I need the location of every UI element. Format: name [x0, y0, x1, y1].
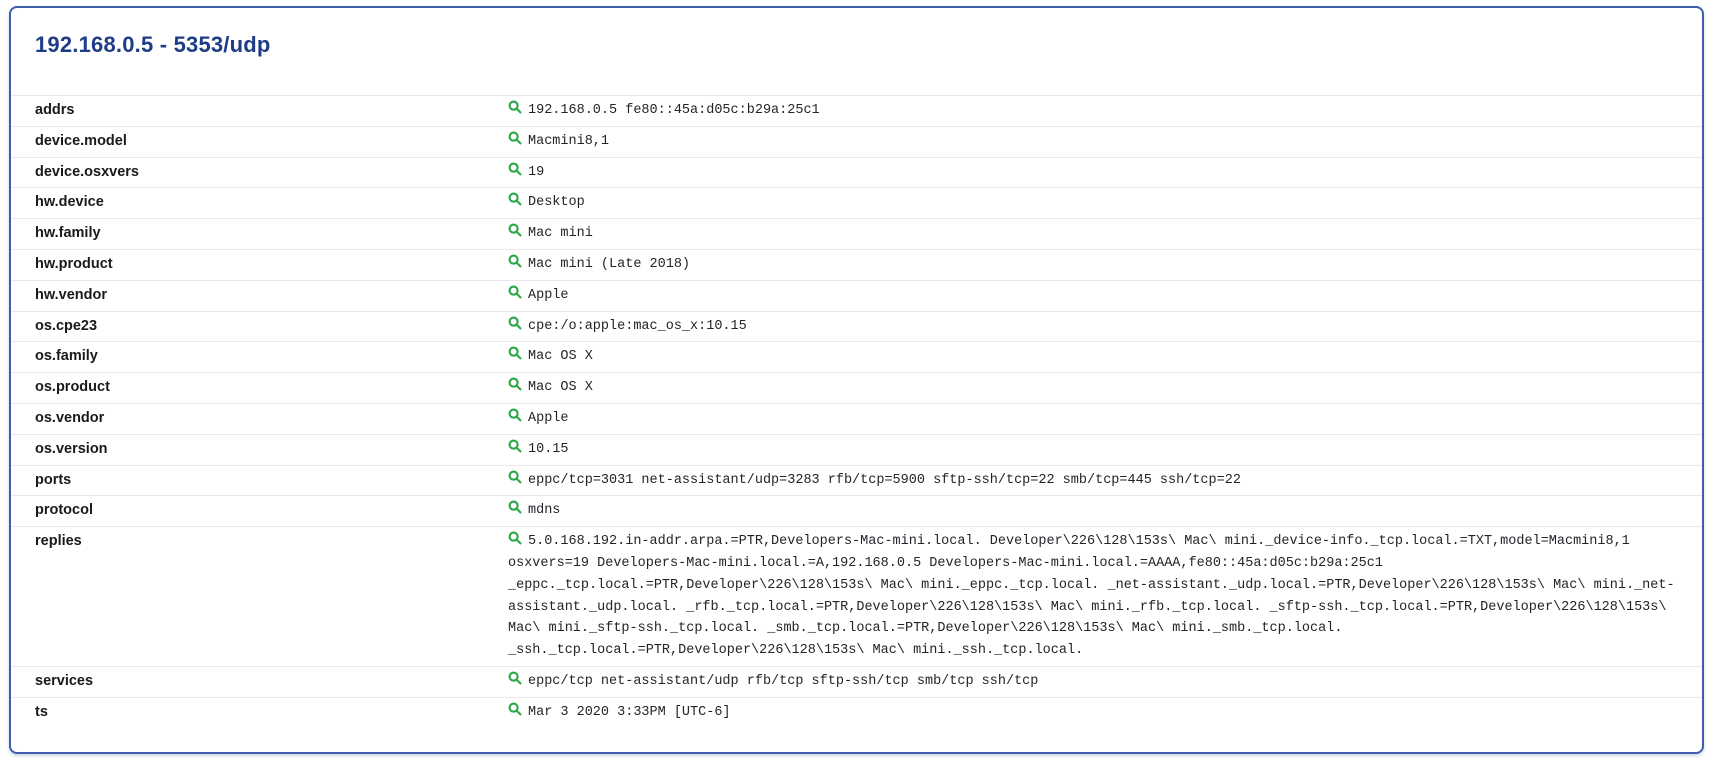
attribute-value: Mar 3 2020 3:33PM [UTC-6] — [528, 704, 731, 720]
attribute-key-label: replies — [35, 533, 82, 550]
attribute-value-cell: Desktop — [508, 190, 1702, 216]
attribute-key-label: services — [35, 672, 94, 689]
table-row: hw.family Mac mini — [11, 218, 1702, 249]
search-icon[interactable] — [508, 531, 522, 545]
table-row: device.osxvers 19 — [11, 156, 1702, 188]
attribute-key-label: hw.product — [35, 255, 113, 272]
attribute-value-cell: 5.0.168.192.in-addr.arpa.=PTR,Developers… — [508, 529, 1702, 664]
table-row: os.vendor Apple — [11, 402, 1702, 434]
attribute-value: Mac mini — [528, 226, 593, 242]
attribute-value-cell: 192.168.0.5 fe80::45a:d05c:b29a:25c1 — [508, 98, 1702, 124]
table-row: replies 5.0.168.192.in-addr.arpa.=PTR,De… — [11, 526, 1702, 666]
attribute-value-cell: Mac OS X — [508, 344, 1702, 370]
page-title: 192.168.0.5 - 5353/udp — [35, 32, 271, 57]
table-row: device.model Macmini8,1 — [11, 125, 1702, 157]
attribute-value: 10.15 — [528, 441, 569, 457]
attribute-key-label: hw.family — [35, 225, 101, 242]
attribute-value-cell: mdns — [508, 498, 1702, 524]
table-row: os.product Mac OS X — [11, 372, 1702, 403]
attribute-key-label: addrs — [35, 102, 75, 118]
attribute-value: Mac mini (Late 2018) — [528, 256, 691, 272]
table-row: protocol mdns — [11, 495, 1702, 526]
attribute-key-label: os.family — [35, 348, 98, 365]
attribute-key-label: os.version — [35, 440, 108, 457]
search-icon[interactable] — [508, 408, 522, 422]
attribute-value: Mac OS X — [528, 349, 593, 365]
table-row: services eppc/tcp net-assistant/udp rfb/… — [11, 665, 1702, 697]
attribute-value-cell: Mac mini (Late 2018) — [508, 252, 1702, 278]
attribute-key-label: ports — [35, 471, 72, 488]
attribute-value-cell: eppc/tcp=3031 net-assistant/udp=3283 rfb… — [508, 468, 1702, 494]
attribute-value: Macmini8,1 — [528, 133, 610, 149]
table-row: os.family Mac OS X — [11, 341, 1702, 372]
search-icon[interactable] — [508, 162, 522, 176]
search-icon[interactable] — [508, 702, 522, 716]
attribute-value: 5.0.168.192.in-addr.arpa.=PTR,Developers… — [508, 534, 1675, 659]
attribute-value: Desktop — [528, 195, 585, 211]
attribute-value-cell: 19 — [508, 160, 1702, 186]
search-icon[interactable] — [508, 254, 522, 268]
attribute-value: eppc/tcp net-assistant/udp rfb/tcp sftp-… — [528, 673, 1039, 689]
attribute-value: 19 — [528, 164, 545, 180]
table-row: hw.product Mac mini (Late 2018) — [11, 248, 1702, 280]
table-row: ports eppc/tcp=3031 net-assistant/udp=32… — [11, 464, 1702, 496]
table-row: ts Mar 3 2020 3:33PM [UTC-6] — [11, 696, 1702, 728]
attribute-value: eppc/tcp=3031 net-assistant/udp=3283 rfb… — [528, 472, 1241, 488]
attribute-value-cell: eppc/tcp net-assistant/udp rfb/tcp sftp-… — [508, 669, 1702, 695]
search-icon[interactable] — [508, 346, 522, 360]
attribute-value-cell: Mac OS X — [508, 375, 1702, 401]
attribute-value-cell: cpe:/o:apple:mac_os_x:10.15 — [508, 314, 1702, 340]
attribute-key-label: hw.vendor — [35, 286, 107, 303]
port-detail-card: 192.168.0.5 - 5353/udp addrs 192.168.0.5… — [9, 6, 1704, 754]
search-icon[interactable] — [508, 439, 522, 453]
attribute-table: addrs 192.168.0.5 fe80::45a:d05c:b29a:25… — [11, 95, 1702, 752]
attribute-key-label: hw.device — [35, 194, 104, 211]
attribute-key-label: os.cpe23 — [35, 317, 98, 334]
attribute-value-cell: Mar 3 2020 3:33PM [UTC-6] — [508, 700, 1702, 726]
search-icon[interactable] — [508, 223, 522, 237]
attribute-key-label: protocol — [35, 502, 93, 519]
attribute-key-label: device.model — [35, 132, 127, 149]
attribute-key-label: ts — [35, 703, 48, 720]
search-icon[interactable] — [508, 500, 522, 514]
table-row: hw.vendor Apple — [11, 279, 1702, 311]
attribute-key-label: os.product — [35, 379, 110, 396]
search-icon[interactable] — [508, 470, 522, 484]
search-icon[interactable] — [508, 285, 522, 299]
table-row: addrs 192.168.0.5 fe80::45a:d05c:b29a:25… — [11, 95, 1702, 126]
search-icon[interactable] — [508, 100, 522, 114]
attribute-value-cell: Mac mini — [508, 221, 1702, 247]
table-row: os.version 10.15 — [11, 433, 1702, 465]
attribute-value-cell: Apple — [508, 283, 1702, 309]
attribute-value: Apple — [528, 287, 569, 303]
attribute-value: Mac OS X — [528, 380, 593, 396]
attribute-value: cpe:/o:apple:mac_os_x:10.15 — [528, 318, 747, 334]
search-icon[interactable] — [508, 316, 522, 330]
attribute-key-label: device.osxvers — [35, 163, 139, 180]
search-icon[interactable] — [508, 671, 522, 685]
table-row: hw.device Desktop — [11, 187, 1702, 218]
attribute-value: 192.168.0.5 fe80::45a:d05c:b29a:25c1 — [528, 103, 820, 118]
attribute-key-label: os.vendor — [35, 409, 105, 426]
attribute-value-cell: Apple — [508, 406, 1702, 432]
search-icon[interactable] — [508, 131, 522, 145]
search-icon[interactable] — [508, 192, 522, 206]
table-row: os.cpe23 cpe:/o:apple:mac_os_x:10.15 — [11, 310, 1702, 342]
search-icon[interactable] — [508, 377, 522, 391]
attribute-value: mdns — [528, 503, 561, 519]
attribute-value-cell: 10.15 — [508, 437, 1702, 463]
attribute-value: Apple — [528, 410, 569, 426]
attribute-value-cell: Macmini8,1 — [508, 129, 1702, 155]
